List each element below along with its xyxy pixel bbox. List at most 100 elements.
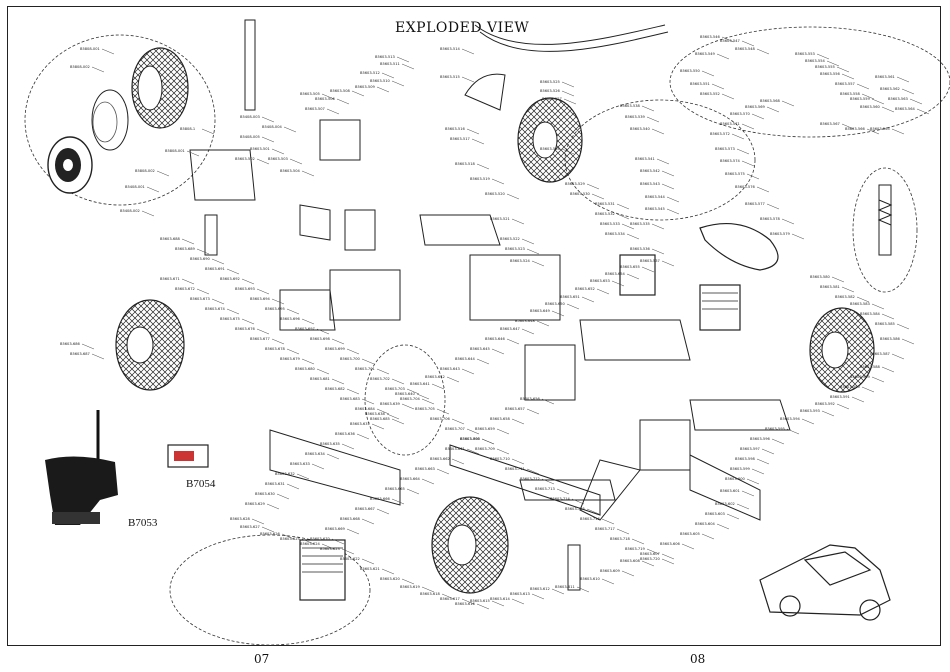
part-number-label: B5808-002 <box>70 65 90 69</box>
part-number-label: B5603-596 <box>750 437 770 441</box>
steering-block <box>319 119 361 161</box>
leader-line <box>201 128 215 135</box>
leader-line <box>226 308 240 315</box>
antenna-tube-bottom <box>479 31 669 52</box>
part-number-label: B5603-615 <box>470 599 490 603</box>
leader-line <box>856 83 870 90</box>
part-number-label: B5603-519 <box>470 177 490 181</box>
part-number-label: B5603-637 <box>350 422 370 426</box>
leader-line <box>716 523 730 530</box>
leader-line <box>681 543 695 550</box>
leader-line <box>551 588 565 595</box>
leader-line <box>271 148 285 155</box>
leader-line <box>491 348 505 355</box>
part-number-label: B5603-515 <box>440 75 460 79</box>
part-number-label: B5603-518 <box>455 162 475 166</box>
part-number-label: B5603-610 <box>580 577 600 581</box>
part-number-label: B5603-507 <box>305 107 325 111</box>
leader-line <box>346 388 360 395</box>
leader-line <box>786 428 800 435</box>
leader-line <box>256 288 270 295</box>
part-number-label: B5603-624 <box>300 542 320 546</box>
part-number-label: B5603-643 <box>440 367 460 371</box>
leader-line <box>896 76 910 83</box>
part-number-label: B5603-526 <box>540 89 560 93</box>
leader-line <box>326 108 340 115</box>
leader-line <box>601 578 615 585</box>
part-number-label: B5603-570 <box>730 112 750 116</box>
part-number-label: B5603-656 <box>520 397 540 401</box>
leader-line <box>836 403 850 410</box>
part-number-label: B5603-521 <box>490 217 510 221</box>
leader-line <box>736 503 750 510</box>
leader-line <box>781 100 795 107</box>
leader-line <box>421 478 435 485</box>
leader-line <box>461 368 475 375</box>
part-number-label: B5603-574 <box>720 159 740 163</box>
part-number-label: B5603-636 <box>335 432 355 436</box>
leader-line <box>276 493 290 500</box>
leader-line <box>431 383 445 390</box>
leader-line <box>761 448 775 455</box>
leader-line <box>361 398 375 405</box>
leader-line <box>356 433 370 440</box>
part-number-label: B5603-619 <box>400 585 420 589</box>
part-number-label: B5603-684 <box>355 407 375 411</box>
part-number-label: B5603-561 <box>875 75 895 79</box>
leader-line <box>756 458 770 465</box>
part-number-label: B5603-562 <box>880 87 900 91</box>
part-number-label: B5603-578 <box>760 217 780 221</box>
part-number-label: B5603-666 <box>370 497 390 501</box>
leader-line <box>616 213 630 220</box>
part-number-label: B5603-662 <box>430 457 450 461</box>
part-number-label: B5603-649 <box>530 309 550 313</box>
part-number-label: B5603-663 <box>415 467 435 471</box>
leader-line <box>256 158 270 165</box>
part-number-label: B5603-539 <box>625 115 645 119</box>
part-number-label: B5603-554 <box>805 59 825 63</box>
part-number-label: B5603-703 <box>385 387 405 391</box>
chassis-plate-left <box>269 429 401 506</box>
leader-line <box>341 548 355 555</box>
leader-line <box>211 258 225 265</box>
part-number-label: B5603-587 <box>870 352 890 356</box>
part-number-label: B5603-623 <box>320 547 340 551</box>
leader-line <box>566 303 580 310</box>
part-number-label: B5603-531 <box>595 202 615 206</box>
leader-line <box>196 288 210 295</box>
leader-line <box>256 328 270 335</box>
leader-line <box>661 558 675 565</box>
part-number-label: B5603-575 <box>725 172 745 176</box>
part-number-label: B5603-653 <box>590 279 610 283</box>
leader-line <box>436 468 450 475</box>
part-number-label: B5603-614 <box>490 597 510 601</box>
tire-top-left <box>131 47 189 129</box>
part-number-label: B5603-514 <box>440 47 460 51</box>
part-number-label: B5603-560 <box>860 105 880 109</box>
shock-bottom <box>567 544 581 591</box>
part-number-label: B5603-535 <box>630 222 650 226</box>
part-number-label: B5603-551 <box>690 82 710 86</box>
part-number-label: B5603-714 <box>550 497 570 501</box>
leader-line <box>301 170 315 177</box>
leader-line <box>461 76 475 83</box>
part-number-label: B5603-584 <box>860 312 880 316</box>
part-number-label: B5603-552 <box>700 92 720 96</box>
part-number-label: B5603-579 <box>770 232 790 236</box>
leader-line <box>611 280 625 287</box>
part-number-label: B5603-527 <box>542 97 562 101</box>
leader-line <box>446 376 460 383</box>
leader-line <box>821 410 835 417</box>
part-number-label: B5603-627 <box>240 525 260 529</box>
tire-top-center <box>517 97 583 183</box>
part-number-label: B5603-655 <box>620 265 640 269</box>
leader-line <box>736 148 750 155</box>
part-number-label: B5603-504 <box>280 169 300 173</box>
leader-line <box>666 208 680 215</box>
transmitter <box>45 410 118 525</box>
leader-line <box>751 468 765 475</box>
leader-line <box>836 66 850 73</box>
leader-line <box>391 80 405 87</box>
leader-line <box>741 123 755 130</box>
